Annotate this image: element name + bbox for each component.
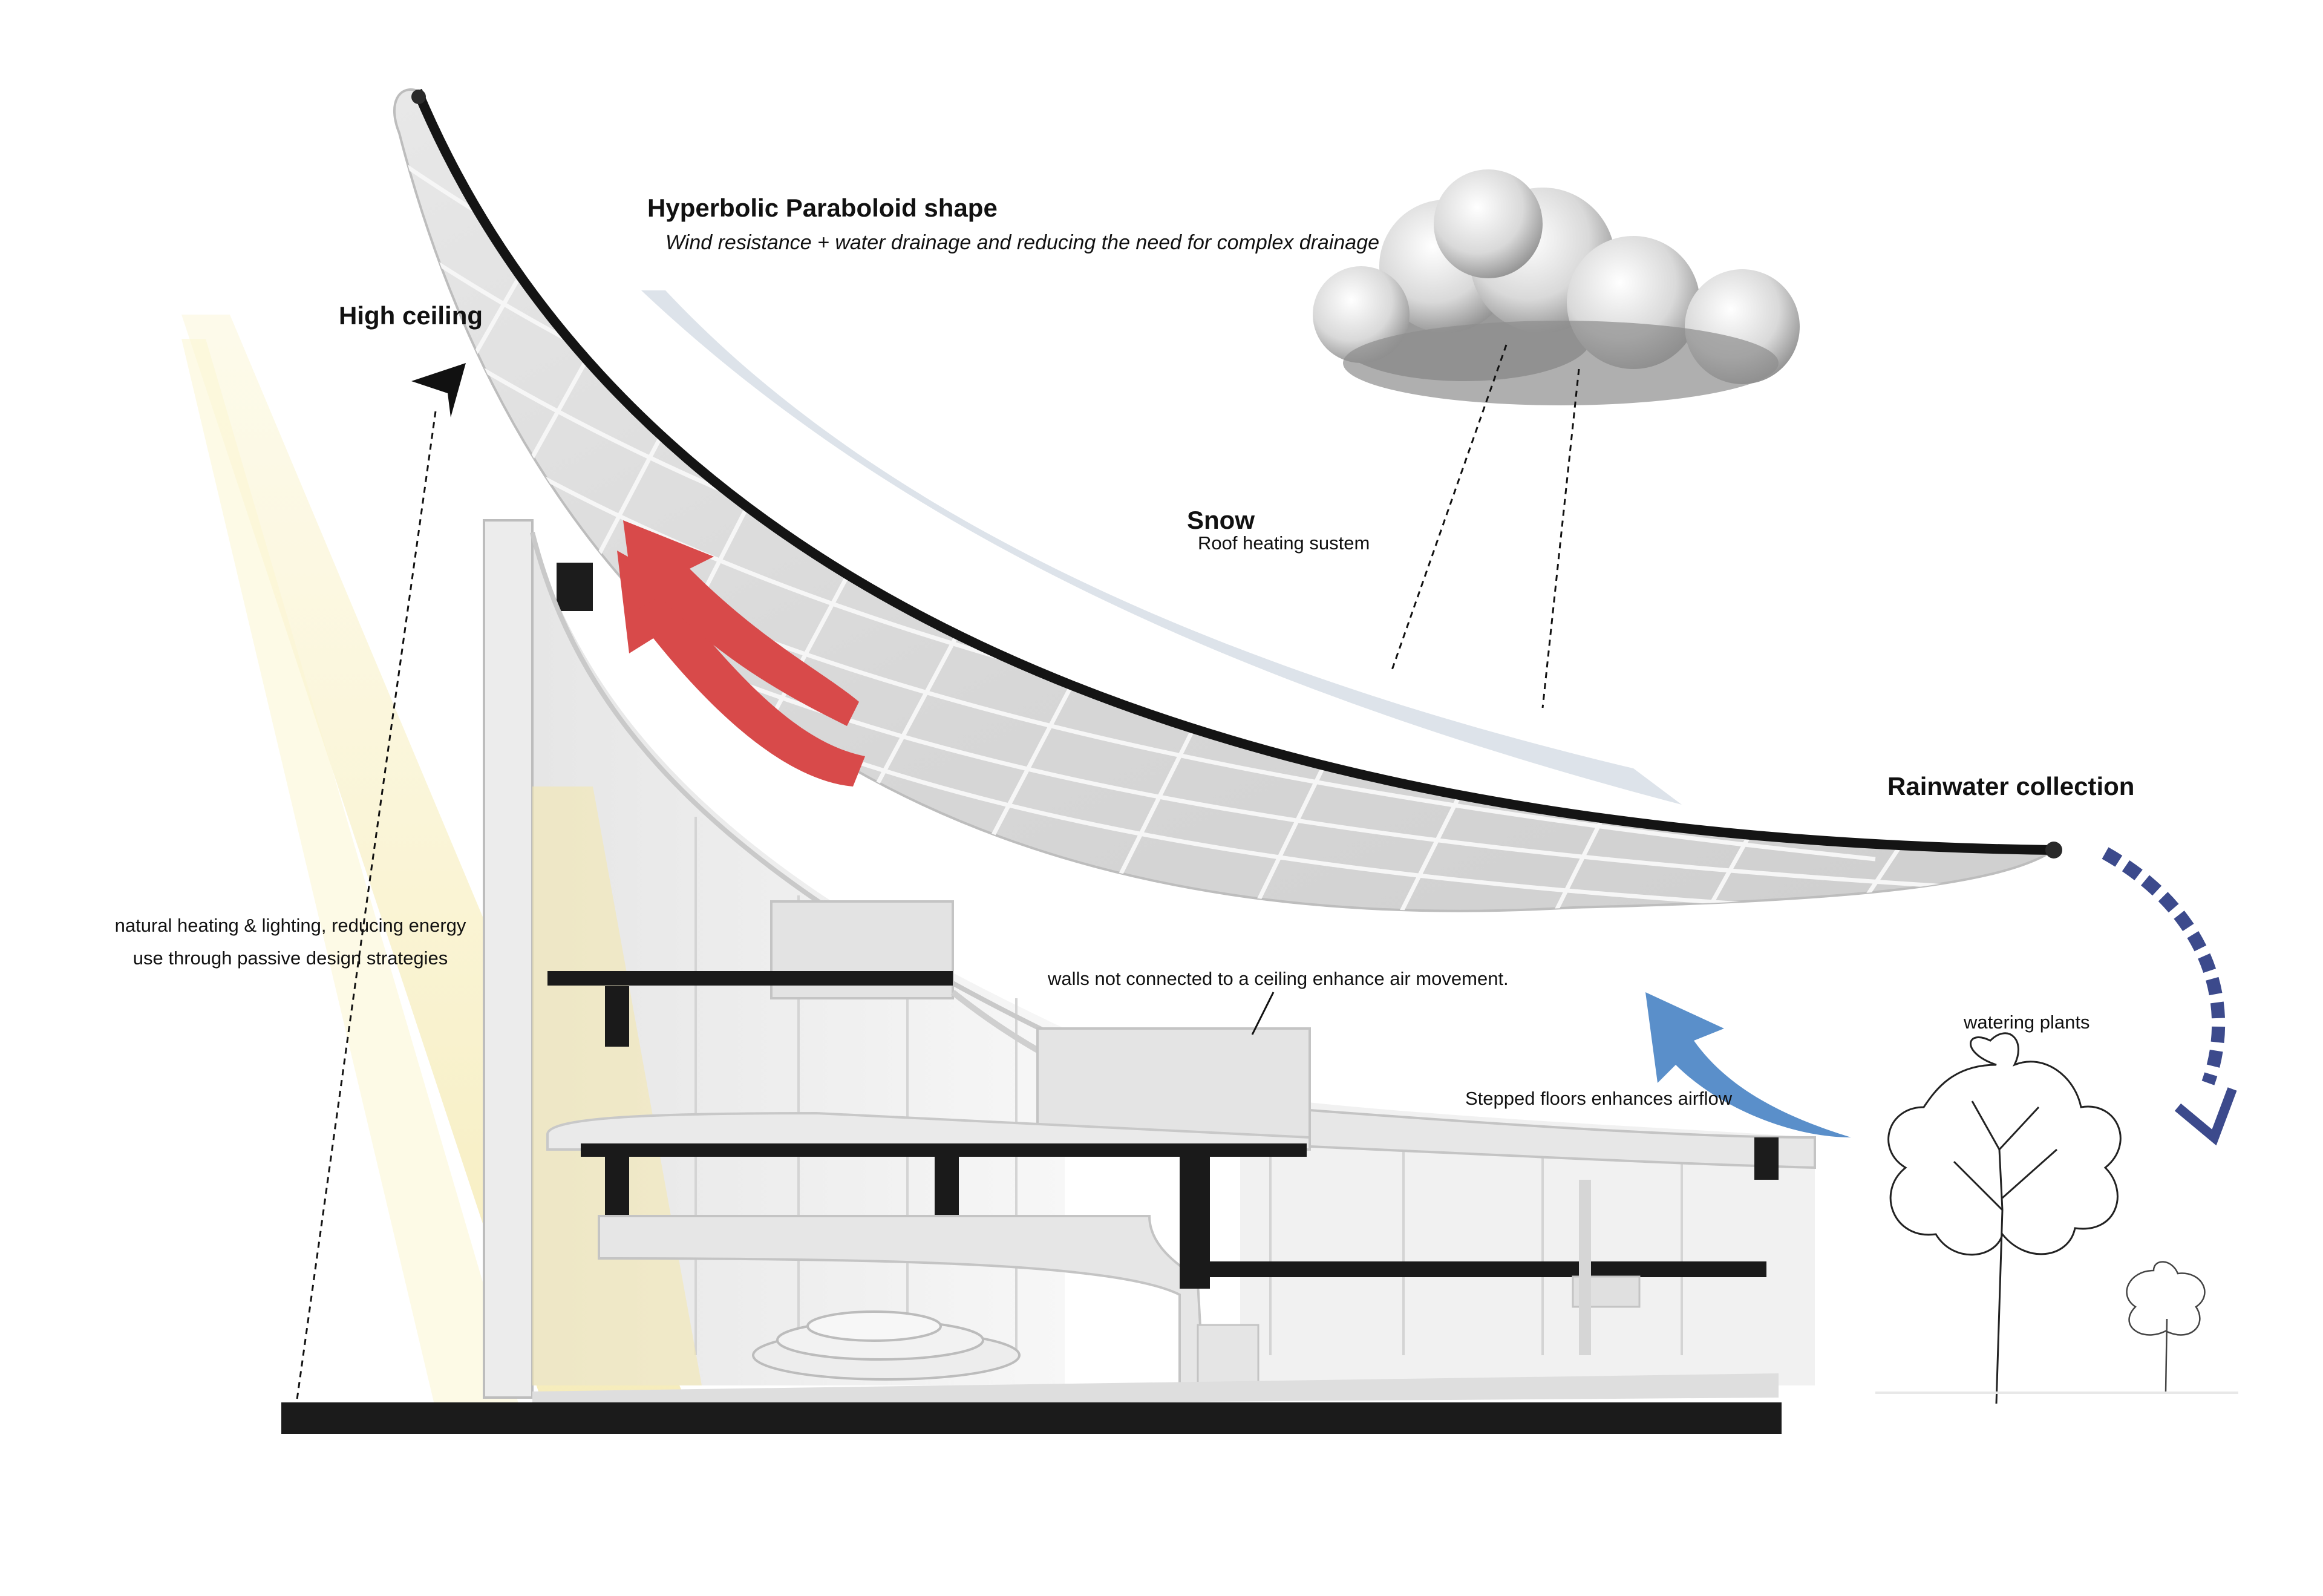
roof-gutter-end	[2045, 842, 2062, 859]
vent-upper	[557, 563, 593, 611]
lower-floor-slab	[1192, 1261, 1766, 1277]
natural-heating-line1: natural heating & lighting, reducing ene…	[85, 915, 496, 937]
watering-plants-label: watering plants	[1964, 1012, 2090, 1033]
high-ceiling-label: High ceiling	[339, 301, 483, 330]
roof-shape-title: Hyperbolic Paraboloid shape	[647, 194, 998, 223]
rainwater-arrow	[2105, 853, 2232, 1137]
natural-heating-line2: use through passive design strategies	[85, 947, 496, 969]
upper-slab-support	[605, 986, 629, 1047]
tree-large-icon	[1889, 1033, 2121, 1404]
middle-support-2	[935, 1156, 959, 1216]
vent-right	[1754, 1137, 1779, 1180]
snow-title: Snow	[1187, 506, 1255, 535]
middle-support-1	[605, 1156, 629, 1216]
sun-ray-2	[181, 339, 520, 1410]
cloud-leader-2	[1543, 369, 1579, 708]
tree-small-icon	[2127, 1262, 2205, 1392]
cool-air-arrow	[1645, 992, 1851, 1137]
walls-note: walls not connected to a ceiling enhance…	[1048, 968, 1509, 990]
roof-shape-description: Wind resistance + water drainage and red…	[665, 231, 1379, 255]
snow-description: Roof heating sustem	[1198, 532, 1370, 554]
rainwater-arrow-head	[2178, 1089, 2232, 1137]
stepped-floors-label: Stepped floors enhances airflow	[1465, 1088, 1732, 1110]
ground-slab	[281, 1402, 1782, 1434]
upper-floor-slab	[547, 971, 953, 986]
roof-gutter-start	[411, 90, 426, 104]
right-column	[1579, 1180, 1591, 1355]
high-ceiling-arrow-icon	[411, 363, 466, 417]
ground-line-right	[1875, 1392, 2238, 1394]
cloud-icon	[1313, 169, 1800, 405]
rainwater-label: Rainwater collection	[1887, 772, 2134, 801]
stepped-platform-top	[808, 1312, 941, 1341]
middle-floor-slab	[581, 1143, 1307, 1157]
rainwater-arrow-shaft	[2105, 853, 2218, 1083]
